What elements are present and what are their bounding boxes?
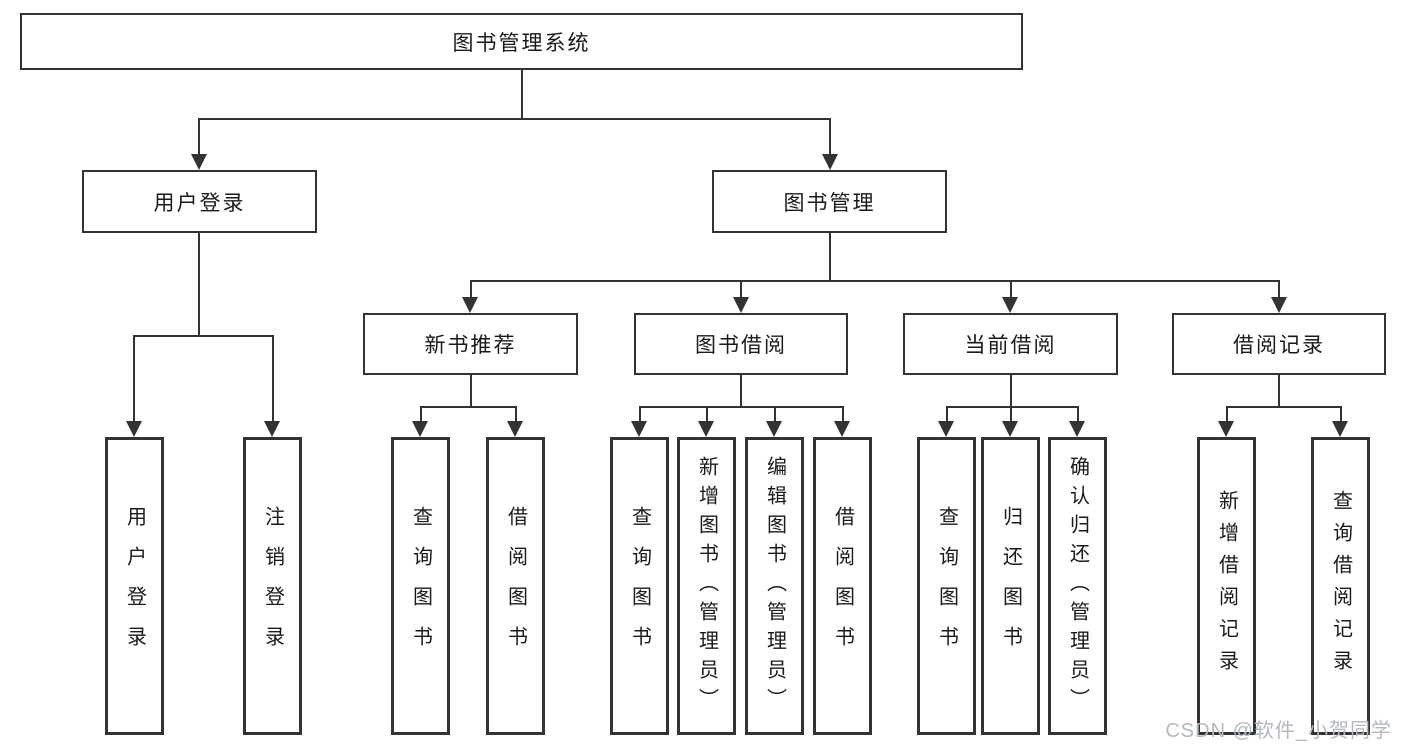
connector-book-borrowing-hline <box>639 406 843 408</box>
arrow-down-icon <box>1002 421 1018 437</box>
arrow-down-icon <box>1218 421 1234 437</box>
arrow-down-icon <box>938 421 954 437</box>
leaf-query-books-recommend: 查询图书 <box>391 437 450 735</box>
connector-to-book-management <box>829 118 831 156</box>
connector-leaf-stem <box>639 406 641 421</box>
connector-leaf-stem <box>1077 406 1079 421</box>
leaf-user-login: 用户登录 <box>105 437 164 735</box>
arrow-down-icon <box>264 421 280 437</box>
connector-to-user-login <box>198 118 200 156</box>
connector-leaf-stem <box>946 406 948 421</box>
csdn-watermark: CSDN @软件_小贺同学 <box>1165 720 1392 742</box>
connector-leaf-stem <box>515 406 517 421</box>
leaf-label: 新增图书（管理员） <box>695 455 718 717</box>
connector-leaf-stem <box>420 406 422 421</box>
connector-current-borrowing-stem <box>1010 375 1012 406</box>
arrow-down-icon <box>733 297 749 313</box>
arrow-down-icon <box>698 421 714 437</box>
arrow-down-icon <box>191 154 207 170</box>
connector-new-book-stem <box>470 375 472 406</box>
arrow-down-icon <box>1069 421 1085 437</box>
leaf-label: 确认归还（管理员） <box>1066 455 1089 717</box>
arrow-down-icon <box>631 421 647 437</box>
node-book-management: 图书管理 <box>712 170 947 233</box>
connector-leaf-stem <box>774 406 776 421</box>
arrow-down-icon <box>1332 421 1348 437</box>
connector-borrowing-records-hline <box>1226 406 1341 408</box>
arrow-down-icon <box>1002 297 1018 313</box>
leaf-add-borrow-record: 新增借阅记录 <box>1197 437 1256 735</box>
connector-to-leaf-user-login <box>133 335 135 421</box>
leaf-label: 新增借阅记录 <box>1215 490 1238 682</box>
node-label: 用户登录 <box>153 191 246 215</box>
leaf-query-books-current: 查询图书 <box>917 437 976 735</box>
leaf-edit-books-admin: 编辑图书（管理员） <box>745 437 804 735</box>
node-label: 图书管理 <box>783 191 876 215</box>
leaf-borrow-books-recommend: 借阅图书 <box>486 437 545 735</box>
connector-book-management-hline <box>470 280 1279 282</box>
connector-leaf-stem <box>842 406 844 421</box>
connector-leaf-stem <box>706 406 708 421</box>
leaf-return-books: 归还图书 <box>981 437 1040 735</box>
arrow-down-icon <box>1271 297 1287 313</box>
connector-book-borrowing-stem <box>740 375 742 406</box>
arrow-down-icon <box>766 421 782 437</box>
leaf-query-books-borrowing: 查询图书 <box>610 437 669 735</box>
connector-leaf-stem <box>1226 406 1228 421</box>
connector-user-login-stem <box>198 233 200 335</box>
leaf-label: 查询图书 <box>628 506 651 666</box>
connector-to-current-borrowing <box>1010 280 1012 299</box>
connector-book-management-stem <box>829 233 831 280</box>
arrow-down-icon <box>462 297 478 313</box>
leaf-label: 归还图书 <box>999 506 1022 666</box>
leaf-logout: 注销登录 <box>243 437 302 735</box>
leaf-query-borrow-record: 查询借阅记录 <box>1311 437 1370 735</box>
leaf-label: 注销登录 <box>261 506 284 666</box>
arrow-down-icon <box>834 421 850 437</box>
arrow-down-icon <box>126 421 142 437</box>
leaf-label: 查询借阅记录 <box>1329 490 1352 682</box>
arrow-down-icon <box>822 154 838 170</box>
leaf-label: 编辑图书（管理员） <box>763 455 786 717</box>
node-label: 借阅记录 <box>1233 334 1325 357</box>
connector-to-leaf-logout <box>272 335 274 421</box>
node-label: 当前借阅 <box>964 334 1057 357</box>
leaf-label: 用户登录 <box>123 506 146 666</box>
leaf-label: 借阅图书 <box>831 506 854 666</box>
arrow-down-icon <box>507 421 523 437</box>
connector-to-book-borrowing <box>740 280 742 299</box>
node-borrowing-records: 借阅记录 <box>1172 313 1386 375</box>
connector-leaf-stem <box>1010 406 1012 421</box>
leaf-label: 查询图书 <box>409 506 432 666</box>
connector-current-borrowing-hline <box>946 406 1078 408</box>
node-book-borrowing: 图书借阅 <box>634 313 848 375</box>
arrow-down-icon <box>412 421 428 437</box>
leaf-label: 借阅图书 <box>504 506 527 666</box>
connector-new-book-hline <box>420 406 516 408</box>
connector-root-hline <box>199 118 831 120</box>
node-current-borrowing: 当前借阅 <box>903 313 1118 375</box>
connector-leaf-stem <box>1340 406 1342 421</box>
leaf-label: 查询图书 <box>935 506 958 666</box>
node-label: 图书借阅 <box>695 334 787 357</box>
connector-user-login-hline <box>134 335 273 337</box>
connector-borrowing-records-stem <box>1278 375 1280 406</box>
leaf-add-books-admin: 新增图书（管理员） <box>677 437 736 735</box>
node-new-book-recommend: 新书推荐 <box>363 313 578 375</box>
leaf-confirm-return-admin: 确认归还（管理员） <box>1048 437 1107 735</box>
node-user-login: 用户登录 <box>82 170 317 233</box>
connector-to-borrowing-records <box>1278 280 1280 299</box>
connector-to-new-book <box>470 280 472 299</box>
node-label: 图书管理系统 <box>452 31 591 55</box>
node-label: 新书推荐 <box>424 334 517 357</box>
node-library-management-system: 图书管理系统 <box>20 13 1023 70</box>
leaf-borrow-books: 借阅图书 <box>813 437 872 735</box>
connector-root-stem <box>521 70 523 118</box>
